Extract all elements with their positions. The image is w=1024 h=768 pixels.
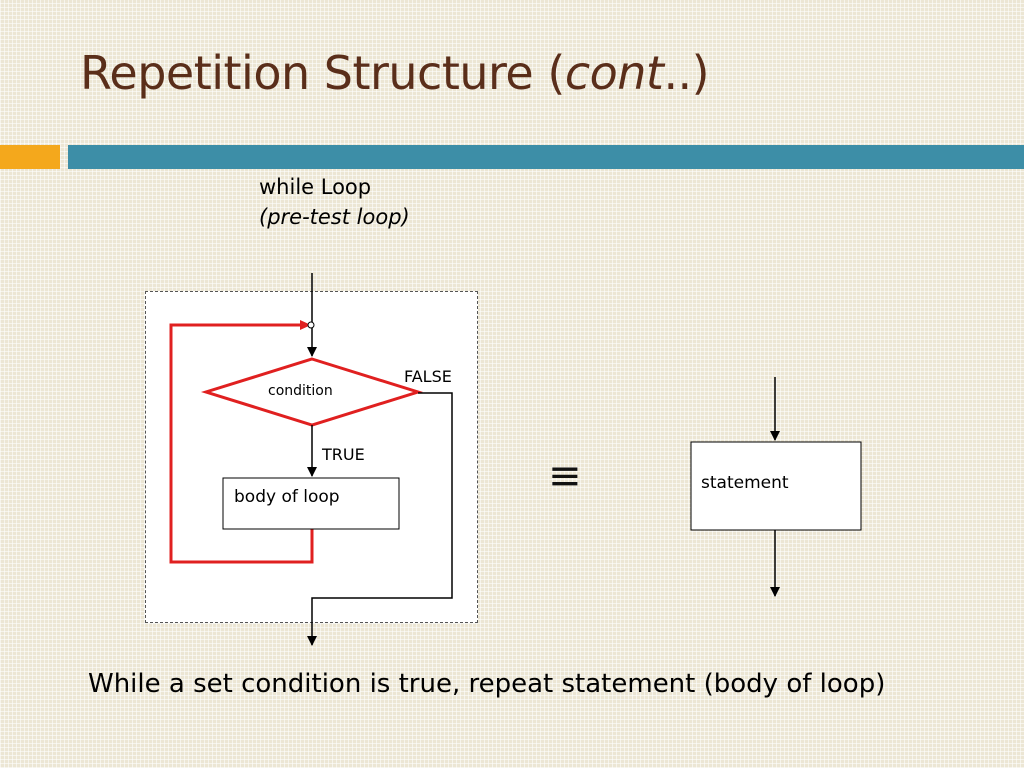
statement-label: statement [701,473,789,493]
slide-title: Repetition Structure (cont..) [80,46,710,100]
title-end: ..) [663,46,710,100]
equivalence-symbol: ≡ [548,453,582,499]
condition-label: condition [268,383,333,399]
heading-while-loop: while Loop [259,175,372,199]
false-label: FALSE [404,367,452,386]
accent-bar-teal [68,145,1024,169]
slide-description: While a set condition is true, repeat st… [88,669,886,699]
loop-back-path [169,323,314,564]
title-main: Repetition Structure ( [80,46,565,100]
heading-pre-test: (pre-test loop) [259,205,410,230]
junction-point [307,321,315,329]
true-label: TRUE [322,445,365,464]
body-of-loop-label: body of loop [234,487,340,507]
body-of-loop-box [222,477,400,530]
accent-bar-orange [0,145,60,169]
statement-box [690,441,862,531]
false-exit-path [307,392,453,646]
loop-heading: while Loop (pre-test loop) [259,172,410,233]
title-italic: cont [564,46,664,100]
loop-back-arrowhead [300,320,311,330]
